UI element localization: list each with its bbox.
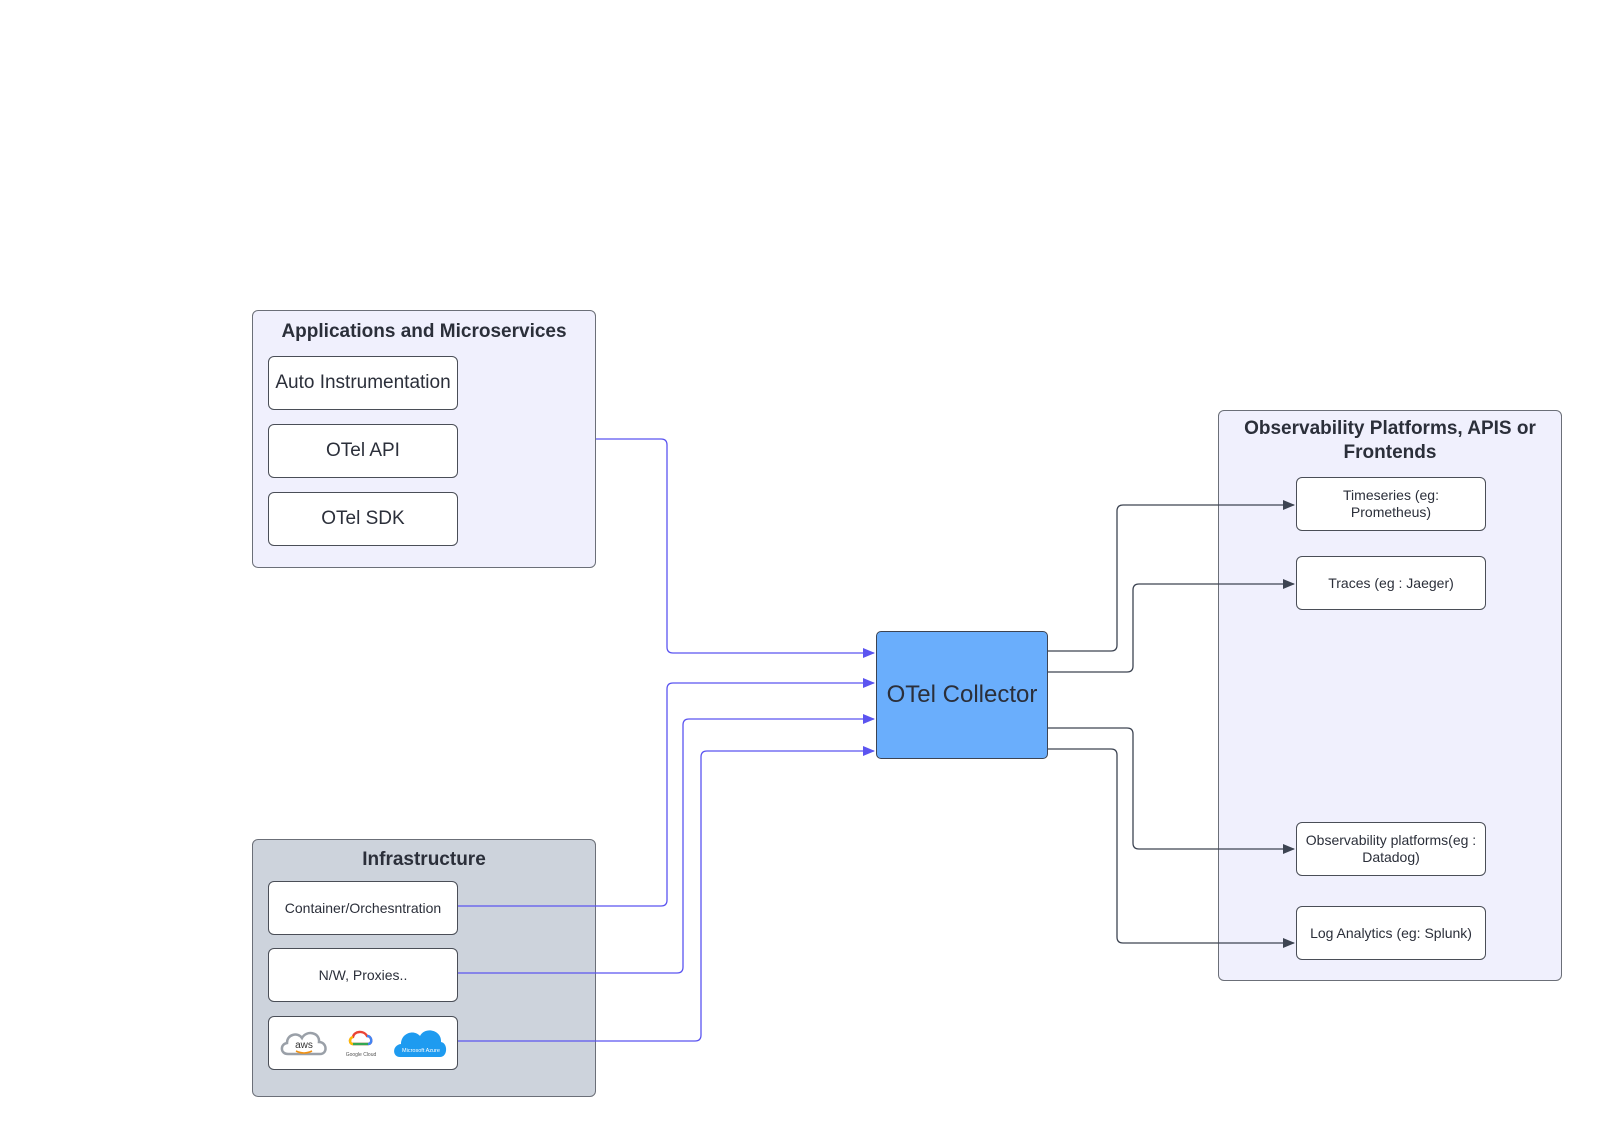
cloud-providers-box[interactable]: aws Google Cloud Microsoft Azure	[268, 1016, 458, 1070]
connector-container-to-collector	[458, 678, 875, 907]
infrastructure-title: Infrastructure	[362, 849, 486, 870]
aws-logo-text: aws	[295, 1040, 313, 1051]
timeseries-box[interactable]: Timeseries (eg: Prometheus)	[1296, 477, 1486, 531]
connector-collector-to-timeseries	[1048, 500, 1295, 652]
connector-collector-to-traces	[1048, 579, 1295, 673]
google-cloud-logo-text: Google Cloud	[346, 1052, 377, 1058]
microsoft-azure-icon: Microsoft Azure	[394, 1030, 447, 1057]
container-orchestration-box[interactable]: Container/Orchesntration	[268, 881, 458, 935]
aws-cloud-icon: aws	[280, 1031, 327, 1056]
connector-collector-to-observability-platforms	[1048, 727, 1295, 854]
connector-apps-to-collector	[596, 438, 875, 658]
observability-title: Observability Platforms, APIS or Fronten…	[1244, 418, 1536, 463]
connector-collector-to-log-analytics	[1048, 748, 1295, 948]
microsoft-azure-logo-text: Microsoft Azure	[402, 1048, 440, 1054]
otel-collector-box[interactable]: OTel Collector	[876, 631, 1048, 759]
connector-network-to-collector	[458, 714, 875, 974]
log-analytics-box[interactable]: Log Analytics (eg: Splunk)	[1296, 906, 1486, 960]
otel-sdk-box[interactable]: OTel SDK	[268, 492, 458, 546]
applications-title: Applications and Microservices	[281, 321, 567, 342]
connector-cloud-to-collector	[458, 746, 875, 1042]
observability-platforms-box[interactable]: Observability platforms(eg : Datadog)	[1296, 822, 1486, 876]
auto-instrumentation-box[interactable]: Auto Instrumentation	[268, 356, 458, 410]
network-proxies-box[interactable]: N/W, Proxies..	[268, 948, 458, 1002]
google-cloud-icon: Google Cloud	[346, 1030, 377, 1058]
traces-box[interactable]: Traces (eg : Jaeger)	[1296, 556, 1486, 610]
otel-api-box[interactable]: OTel API	[268, 424, 458, 478]
